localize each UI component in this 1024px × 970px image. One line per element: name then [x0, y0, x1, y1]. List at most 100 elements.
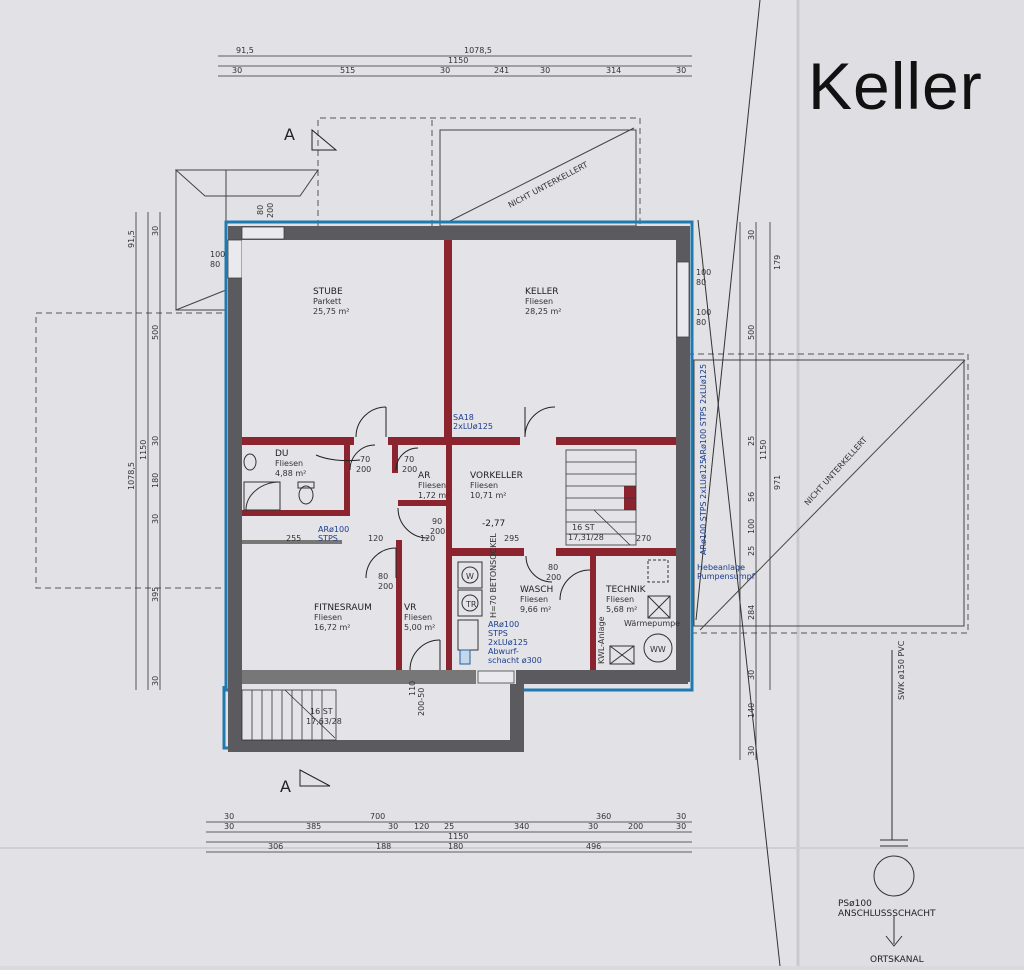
ps100-label: PSø100	[838, 899, 872, 909]
hebeanlage-label: Hebeanlage	[697, 563, 745, 572]
plan-text-33: 385	[306, 822, 321, 831]
plan-text-28: 30	[224, 812, 234, 821]
level-marker: -2,77	[482, 519, 505, 529]
room-name-wasch: WASCH	[520, 585, 553, 595]
plan-text-69: 255	[286, 534, 301, 543]
plan-text-46: 91,5	[127, 230, 136, 248]
washer-dryer	[457, 561, 483, 665]
sa18-label: SA18	[453, 413, 474, 422]
plan-text-63: 100	[747, 519, 756, 534]
plan-text-62: 971	[773, 475, 782, 490]
plan-text-21: 30	[232, 66, 242, 75]
plan-text-74: 70	[360, 455, 370, 464]
plan-text-4: Fliesen	[275, 459, 303, 468]
plan-text-82: 80	[548, 563, 558, 572]
section-markers	[299, 128, 338, 787]
ar100-left-sub-label: STPS	[318, 534, 338, 543]
plan-text-50: 30	[151, 436, 160, 446]
bathroom-fixtures	[243, 453, 315, 511]
plan-text-3: 28,25 m²	[525, 307, 561, 316]
plan-text-1: 25,75 m²	[313, 307, 349, 316]
abwurf-label-2: schacht ø300	[488, 656, 542, 665]
plan-text-93: 200	[266, 203, 275, 218]
plan-text-68: 30	[747, 746, 756, 756]
plan-text-81: 200	[378, 582, 393, 591]
plan-text-34: 30	[388, 822, 398, 831]
kwl-label: KWL-Anlage	[597, 616, 606, 664]
plan-text-5: 4,88 m²	[275, 469, 306, 478]
plan-text-40: 30	[676, 822, 686, 831]
plan-text-42: 306	[268, 842, 283, 851]
plan-text-7: 1,72 m²	[418, 491, 449, 500]
room-name-keller: KELLER	[525, 287, 559, 297]
plan-text-78: 90	[432, 517, 442, 526]
plan-text-8: Fliesen	[470, 481, 498, 490]
washer-label: W	[466, 572, 474, 581]
anschluss-label: ANSCHLUSSSCHACHT	[838, 909, 936, 919]
technik-fixtures	[609, 559, 673, 665]
room-name-stube: STUBE	[313, 287, 343, 297]
plan-text-37: 340	[514, 822, 529, 831]
plan-text-17: 5,68 m²	[606, 605, 637, 614]
plan-text-56: 30	[747, 230, 756, 240]
plan-text-15: 9,66 m²	[520, 605, 551, 614]
plan-text-73: 270	[636, 534, 651, 543]
plan-text-35: 120	[414, 822, 429, 831]
plan-text-92: 80	[256, 205, 265, 215]
section-a-bottom: A	[280, 777, 291, 796]
plan-text-36: 25	[444, 822, 454, 831]
plan-text-10: Fliesen	[314, 613, 342, 622]
plan-text-87: 80	[696, 318, 706, 327]
room-name-du: DU	[275, 449, 289, 459]
stairs-a-label: 16 ST	[572, 523, 595, 532]
plan-text-27: 30	[676, 66, 686, 75]
abwurf-label: Abwurf-	[488, 647, 519, 656]
plan-text-57: 179	[773, 255, 782, 270]
plan-text-6: Fliesen	[418, 481, 446, 490]
plan-text-53: 30	[151, 514, 160, 524]
plan-text-19: 1078,5	[464, 46, 492, 55]
plan-text-41: 1150	[448, 832, 468, 841]
plan-text-26: 314	[606, 66, 621, 75]
room-name-ar: AR	[418, 471, 430, 481]
plan-text-65: 284	[747, 605, 756, 620]
plan-text-25: 30	[540, 66, 550, 75]
plan-text-76: 70	[404, 455, 414, 464]
plan-text-13: 5,00 m²	[404, 623, 435, 632]
plan-text-51: 1150	[139, 440, 148, 460]
plan-text-89: 80	[210, 260, 220, 269]
plan-text-14: Fliesen	[520, 595, 548, 604]
plan-text-88: 100	[210, 250, 225, 259]
plan-text-2: Fliesen	[525, 297, 553, 306]
plan-text-0: Parkett	[313, 297, 341, 306]
dryer-label: TR	[465, 600, 477, 609]
plan-text-49: 500	[151, 325, 160, 340]
plan-text-39: 200	[628, 822, 643, 831]
betonsockel-label: H=70 BETONSOCKEL	[489, 533, 498, 618]
plan-text-71: 120	[420, 534, 435, 543]
room-name-vorkeller: VORKELLER	[470, 471, 523, 481]
dimension-labels: 91,5 1078,5 1150 30 515 30 241 30 314 30…	[127, 46, 782, 851]
plan-text-44: 180	[448, 842, 463, 851]
sa18-sub-label: 2xLUø125	[453, 422, 493, 431]
plan-text-79: 200	[430, 527, 445, 536]
room-name-technik: TECHNIK	[605, 585, 647, 595]
plan-text-16: Fliesen	[606, 595, 634, 604]
plan-text-38: 30	[588, 822, 598, 831]
plan-text-24: 241	[494, 66, 509, 75]
plan-text-80: 80	[378, 572, 388, 581]
plan-text-11: 16,72 m²	[314, 623, 350, 632]
ar100-wasch-label: ARø100	[488, 620, 519, 629]
outline-dashed	[35, 117, 969, 634]
stairs	[241, 449, 637, 741]
stairs-a-sub-label: 17,31/28	[568, 533, 604, 542]
outer-walls	[228, 226, 690, 752]
plan-text-12: Fliesen	[404, 613, 432, 622]
plan-text-52: 180	[151, 473, 160, 488]
plan-text-31: 30	[676, 812, 686, 821]
plan-text-84: 100	[696, 268, 711, 277]
ar100-wasch-label-3: 2xLUø125	[488, 638, 528, 647]
plan-text-67: 140	[747, 703, 756, 718]
